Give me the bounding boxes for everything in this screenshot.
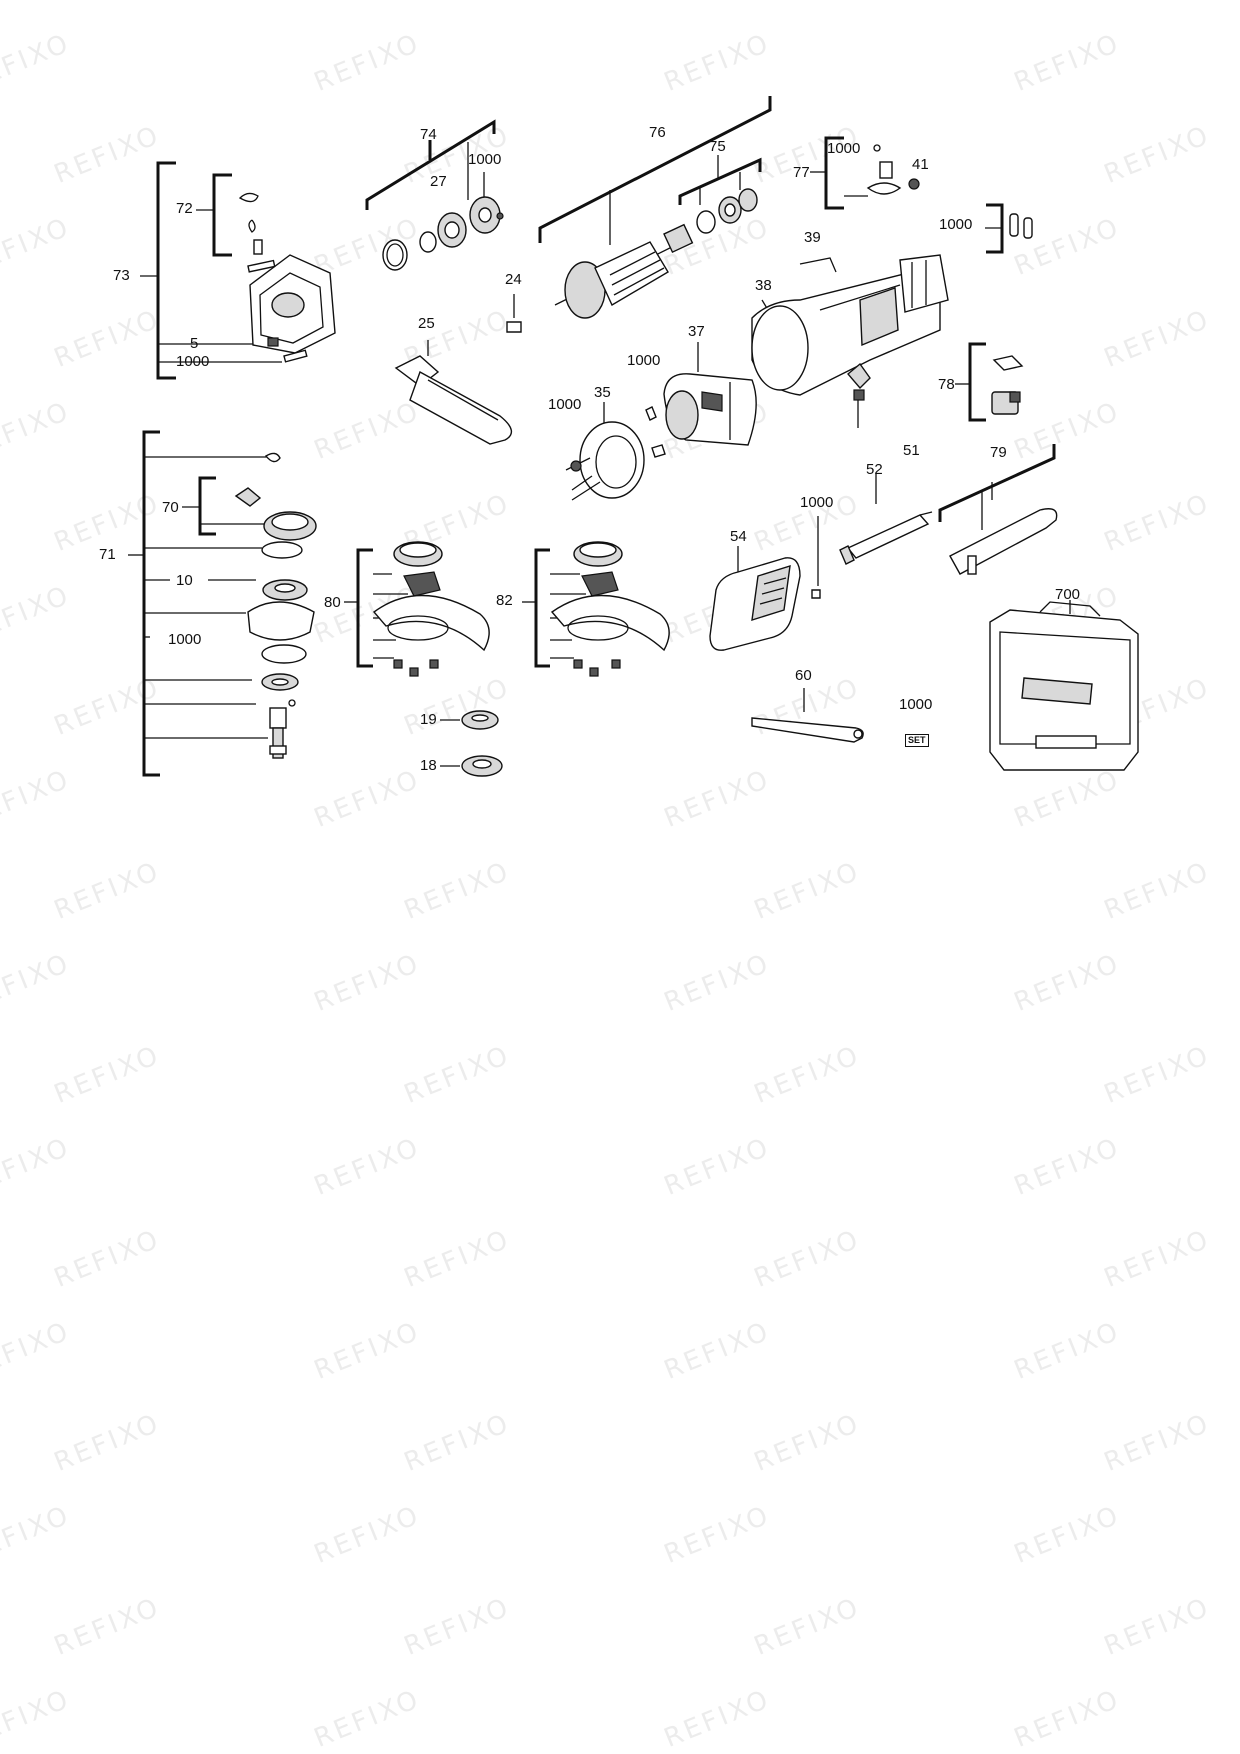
bracket-1000-right xyxy=(985,203,1004,254)
label-1000-77: 1000 xyxy=(827,140,861,157)
label-82: 82 xyxy=(496,592,513,609)
part-54-rear-cover xyxy=(709,546,801,651)
part-74-bearings xyxy=(382,196,504,271)
label-76: 76 xyxy=(649,124,666,141)
part-1000-right-springs xyxy=(1009,213,1033,239)
bracket-70 xyxy=(182,476,270,536)
part-37-stator xyxy=(663,342,757,446)
bracket-82 xyxy=(522,548,586,668)
bracket-78 xyxy=(955,342,986,422)
label-1000-74: 1000 xyxy=(468,151,502,168)
label-37: 37 xyxy=(688,323,705,340)
label-1000-54: 1000 xyxy=(800,494,834,511)
label-24: 24 xyxy=(505,271,522,288)
label-75: 75 xyxy=(709,138,726,155)
label-70: 70 xyxy=(162,499,179,516)
label-5: 5 xyxy=(190,335,199,352)
bracket-73 xyxy=(140,161,282,380)
label-60: 60 xyxy=(795,667,812,684)
bracket-79 xyxy=(938,444,1056,530)
part-73-gear-housing xyxy=(247,254,336,363)
part-72-clips xyxy=(238,192,263,255)
label-78: 78 xyxy=(938,376,955,393)
label-35: 35 xyxy=(594,384,611,401)
part-1000-screw-54 xyxy=(811,516,821,599)
part-38-motor-housing xyxy=(751,254,949,428)
part-82-wheel-guard xyxy=(550,541,670,677)
label-10: 10 xyxy=(176,572,193,589)
label-1000-71: 1000 xyxy=(168,631,202,648)
part-1000-screws-mid xyxy=(645,406,666,458)
label-41: 41 xyxy=(912,156,929,173)
label-79: 79 xyxy=(990,444,1007,461)
part-24-screw xyxy=(506,294,522,333)
label-1000-set: 1000 xyxy=(899,696,933,713)
label-18: 18 xyxy=(420,757,437,774)
part-35-fan-baffle xyxy=(565,402,645,501)
bracket-80 xyxy=(344,548,408,668)
bracket-75 xyxy=(678,155,762,205)
label-19: 19 xyxy=(420,711,437,728)
part-19-flange xyxy=(440,710,499,730)
part-39-cover-strip xyxy=(799,257,837,273)
label-1000-right: 1000 xyxy=(939,216,973,233)
label-73: 73 xyxy=(113,267,130,284)
part-80-wheel-guard xyxy=(372,541,490,677)
set-badge: SET xyxy=(905,734,929,747)
label-38: 38 xyxy=(755,277,772,294)
label-1000-37: 1000 xyxy=(627,352,661,369)
label-700: 700 xyxy=(1055,586,1081,603)
part-700-carry-case xyxy=(989,600,1139,771)
bracket-71 xyxy=(128,430,268,777)
part-18-flange-nut xyxy=(440,755,503,777)
bracket-77 xyxy=(810,136,868,210)
bracket-76 xyxy=(538,96,772,245)
label-1000-35: 1000 xyxy=(548,396,582,413)
label-1000-73: 1000 xyxy=(176,353,210,370)
label-52: 52 xyxy=(866,461,883,478)
label-27: 27 xyxy=(430,173,447,190)
part-78-brush-holders xyxy=(991,355,1024,415)
part-71-gear-stack xyxy=(234,452,317,759)
label-54: 54 xyxy=(730,528,747,545)
bracket-72 xyxy=(196,173,232,257)
part-76-armature xyxy=(554,223,694,319)
part-25-side-handle xyxy=(394,340,513,445)
label-72: 72 xyxy=(176,200,193,217)
label-77: 77 xyxy=(793,164,810,181)
label-74: 74 xyxy=(420,126,437,143)
part-75-bearings xyxy=(696,188,758,234)
part-79-lever xyxy=(949,508,1058,575)
label-39: 39 xyxy=(804,229,821,246)
label-25: 25 xyxy=(418,315,435,332)
label-80: 80 xyxy=(324,594,341,611)
part-52-rod xyxy=(839,474,933,565)
label-71: 71 xyxy=(99,546,116,563)
part-77-switch xyxy=(866,144,920,195)
part-60-spanner xyxy=(751,688,864,743)
label-51: 51 xyxy=(903,442,920,459)
